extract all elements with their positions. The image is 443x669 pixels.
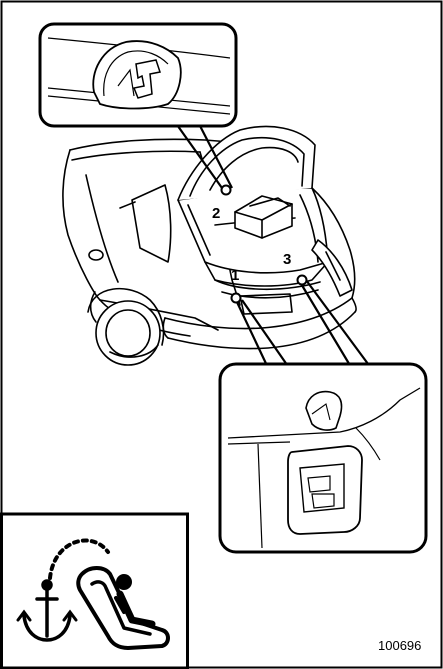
anchor-cover-piece — [306, 392, 342, 430]
figure-code: 100696 — [378, 638, 421, 653]
anchor-marker-1 — [232, 294, 241, 303]
callout-1: 1 — [231, 267, 239, 284]
anchor-marker-3 — [298, 276, 307, 285]
anchor-marker-2 — [222, 186, 231, 195]
child-seat-anchor-icon — [2, 514, 188, 668]
callout-3: 3 — [283, 251, 291, 268]
callout-2: 2 — [212, 205, 220, 222]
